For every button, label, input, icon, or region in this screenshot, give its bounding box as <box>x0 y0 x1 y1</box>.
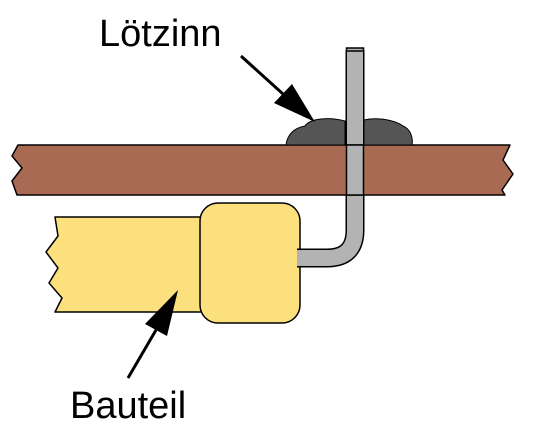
arrow-solder-line <box>239 54 285 96</box>
arrow-component-head <box>145 290 178 336</box>
component-lead-fill <box>297 50 363 266</box>
arrow-solder-head <box>274 84 315 122</box>
circuit-board <box>11 144 514 196</box>
solder-label: Lötzinn <box>99 13 222 55</box>
solder-blob <box>285 118 413 146</box>
component-cap <box>199 202 301 324</box>
lead-through-board <box>345 144 365 196</box>
component-body <box>45 216 204 313</box>
arrow-component-line <box>126 329 158 379</box>
component-label: Bauteil <box>70 385 187 427</box>
component-lead-tip <box>345 47 365 52</box>
